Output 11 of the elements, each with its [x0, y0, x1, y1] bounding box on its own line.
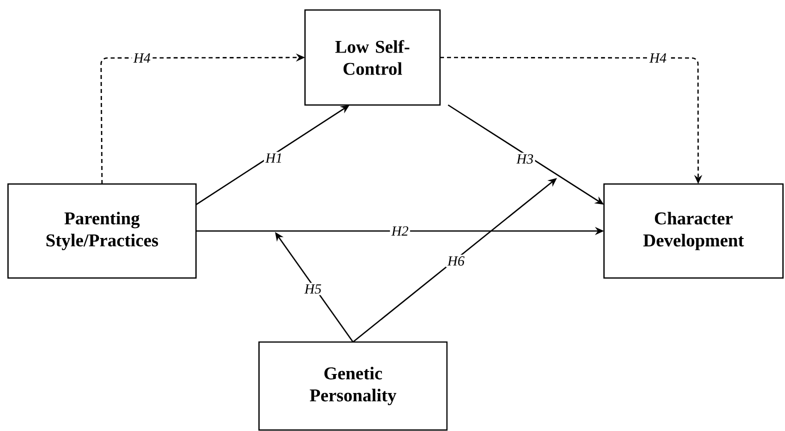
edge-label: H4: [648, 52, 668, 64]
edge-label: H2: [390, 224, 410, 238]
edge-label: H6: [446, 254, 466, 268]
concept-box: Genetic Personality: [258, 341, 448, 431]
edge-label: H3: [514, 152, 536, 166]
edge-label: H1: [264, 152, 284, 164]
concept-box: Parenting Style/Practices: [7, 183, 197, 279]
edge-label: H5: [302, 282, 324, 296]
edge-label: H4: [132, 52, 152, 64]
concept-box: Low Self-Control: [304, 9, 441, 106]
concept-box: Character Development: [603, 183, 784, 279]
